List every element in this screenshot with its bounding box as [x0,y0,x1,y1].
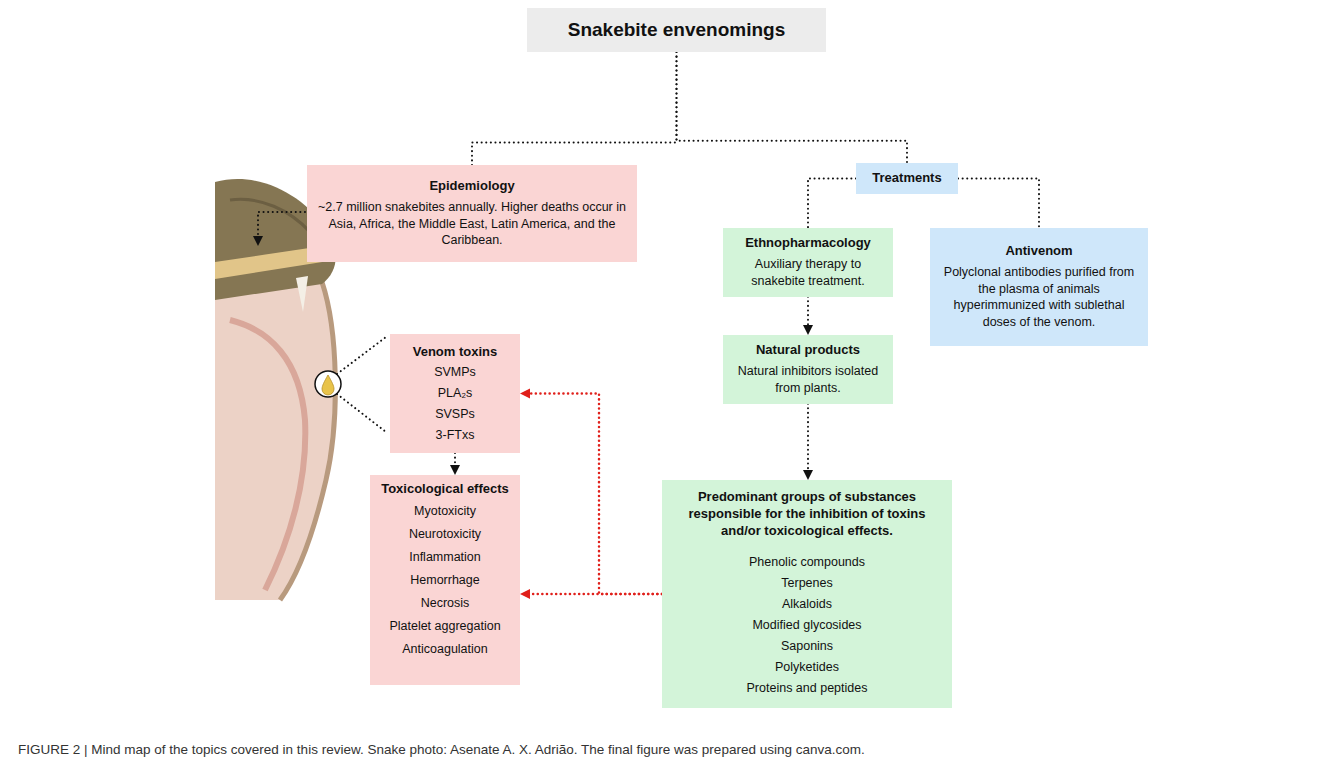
branch-box: Treatments [856,163,958,194]
connector-line [454,453,456,466]
list-item: Hemorrhage [410,569,479,592]
arrow-head [520,589,530,599]
lower-jaw-edge [280,282,335,600]
head-scales [230,199,310,232]
list-item: Proteins and peptides [747,678,868,699]
node-heading: Ethnopharmacology [745,235,871,252]
venom-drop [322,375,334,395]
connector-line [808,178,856,228]
connector [520,389,662,595]
list-item: PLA₂s [438,383,473,404]
connector-line [472,52,677,165]
arrow-head [803,470,813,480]
list-item: Necrosis [421,592,470,615]
node-heading: Predominant groups of substances respons… [672,489,942,540]
topic-box: Epidemiology ~2.7 million snakebites annu… [307,165,637,262]
list-box: Toxicological effectsMyotoxicityNeurotox… [370,475,520,685]
topic-box: Natural productsNatural inhibitors isola… [723,335,893,404]
list-box: Predominant groups of substances respons… [662,480,952,708]
connector-line [677,52,908,163]
leader-line [337,394,386,432]
topic-box: AntivenomPolyclonal antibodies purified … [930,228,1148,346]
node-heading: Venom toxins [413,341,498,362]
list-item: Alkaloids [782,594,832,615]
list-item: Inflammation [409,546,481,569]
node-heading: Natural products [756,342,860,359]
node-heading: Toxicological effects [381,477,509,500]
connector-line [807,297,809,326]
connector [958,178,1039,228]
fang [296,276,308,312]
list-item: 3-FTxs [436,425,475,446]
list-item: SVSPs [435,404,475,425]
connector [803,297,813,335]
arrow-head [450,465,460,475]
topic-box: EthnopharmacologyAuxiliary therapy to sn… [723,228,893,297]
connector-line [529,593,662,596]
gum-fold [230,320,305,590]
connector-line [529,394,662,595]
connector [808,178,856,228]
list-item: Platelet aggregation [389,615,500,638]
list-item: Neurotoxicity [409,523,481,546]
node-body: ~2.7 million snakebites annually. Higher… [317,199,627,250]
connector [450,453,460,475]
connector [520,589,662,599]
arrow-head [520,389,530,399]
root-box: Snakebite envenomings [527,8,826,52]
node-heading: Epidemiology [429,178,514,195]
list-item: Saponins [781,636,833,657]
node-heading: Snakebite envenomings [568,18,786,43]
arrow-head [803,325,813,335]
mouth-interior [215,282,335,600]
leader-line [337,337,386,374]
node-heading: Antivenom [1005,243,1072,260]
connector [472,52,677,165]
node-heading: Treatments [872,170,941,187]
arrow-head [253,236,263,246]
connector [803,404,813,480]
connector [677,52,908,163]
connector-line [807,404,809,471]
list-box: Venom toxinsSVMPsPLA₂sSVSPs3-FTxs [390,334,520,453]
list-item: Phenolic compounds [749,552,865,573]
node-body: Natural inhibitors isolated from plants. [733,363,883,397]
list-item: Anticoagulation [402,638,487,661]
list-item: SVMPs [434,362,476,383]
node-body: Polyclonal antibodies purified from the … [940,264,1138,332]
figure-caption: FIGURE 2 | Mind map of the topics covere… [18,742,1328,757]
leader-arrow [258,212,305,236]
list-item: Terpenes [781,573,832,594]
list-item: Modified glycosides [752,615,861,636]
node-body: Auxiliary therapy to snakebite treatment… [733,256,883,290]
connector-line [958,178,1039,228]
list-item: Myotoxicity [414,500,476,523]
list-item: Polyketides [775,657,839,678]
